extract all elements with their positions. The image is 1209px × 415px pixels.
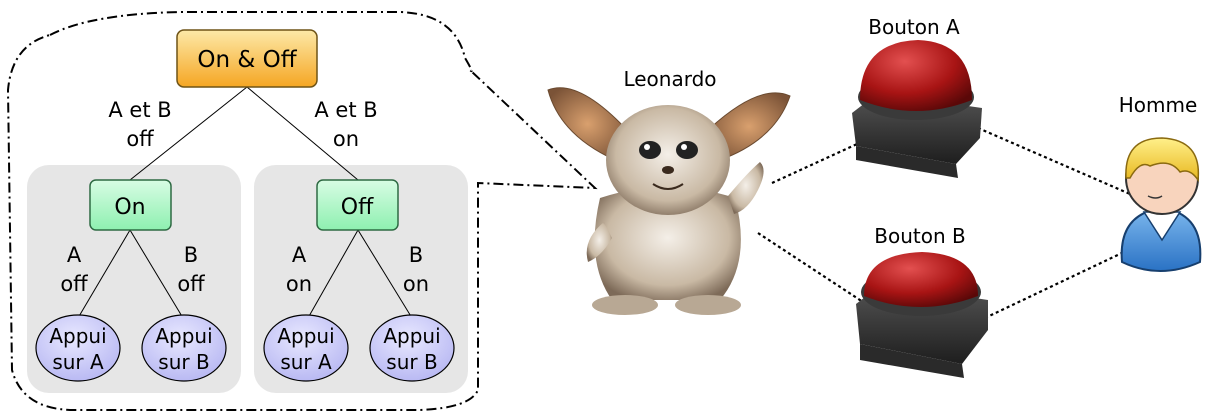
- root-node: On & Off: [176, 29, 318, 88]
- leaf-off-a-line1: Appui: [277, 324, 334, 348]
- leaf-on-b-line2: sur B: [158, 350, 209, 374]
- button-a-label: Bouton A: [868, 15, 960, 39]
- link-button-a-human: [977, 126, 1131, 196]
- link-button-b-human: [984, 251, 1125, 319]
- button-b-label: Bouton B: [874, 224, 965, 248]
- sub-edge-label-off-b-1: B: [409, 243, 423, 267]
- sub-edge-label-off-a-2: on: [286, 272, 312, 296]
- node-off-label: Off: [341, 195, 374, 220]
- leaf-off-b-line1: Appui: [383, 324, 440, 348]
- sub-edge-label-on-b-1: B: [184, 243, 198, 267]
- edge-label-left-line2: off: [126, 127, 154, 151]
- leaf-on-b: Appui sur B: [141, 314, 227, 382]
- link-robot-button-b: [757, 232, 864, 303]
- sub-edge-label-off-a-1: A: [292, 243, 307, 267]
- sub-edge-label-on-b-2: off: [177, 272, 205, 296]
- link-robot-button-a: [771, 137, 871, 184]
- button-a-image: [852, 40, 982, 178]
- sub-edge-label-on-a-2: off: [60, 272, 88, 296]
- tree-edges: [77, 86, 413, 319]
- connection-lines: [757, 126, 1131, 319]
- leaf-off-b: Appui sur B: [369, 314, 455, 382]
- leaf-on-b-line1: Appui: [155, 324, 212, 348]
- node-on-label: On: [114, 195, 145, 220]
- edge-label-right-line2: on: [333, 127, 359, 151]
- edge-label-left-line1: A et B: [108, 98, 171, 122]
- callout-boundary: [6, 11, 598, 411]
- node-on: On: [89, 179, 172, 231]
- node-off: Off: [316, 179, 399, 231]
- robot-label: Leonardo: [623, 67, 716, 91]
- leaf-on-a: Appui sur A: [35, 314, 121, 382]
- leaf-on-a-line1: Appui: [49, 324, 106, 348]
- leaf-off-a-line2: sur A: [280, 350, 332, 374]
- leaf-on-a-line2: sur A: [52, 350, 104, 374]
- human-icon: [1120, 137, 1202, 272]
- sub-edge-label-off-b-2: on: [403, 272, 429, 296]
- root-node-label: On & Off: [197, 47, 297, 73]
- leaf-off-b-line2: sur B: [386, 350, 437, 374]
- leaf-off-a: Appui sur A: [263, 314, 349, 382]
- sub-edge-label-on-a-1: A: [67, 243, 82, 267]
- human-label: Homme: [1119, 93, 1198, 117]
- edge-label-right-line1: A et B: [314, 98, 377, 122]
- leonardo-robot-image: [547, 87, 791, 315]
- button-b-image: [856, 252, 988, 378]
